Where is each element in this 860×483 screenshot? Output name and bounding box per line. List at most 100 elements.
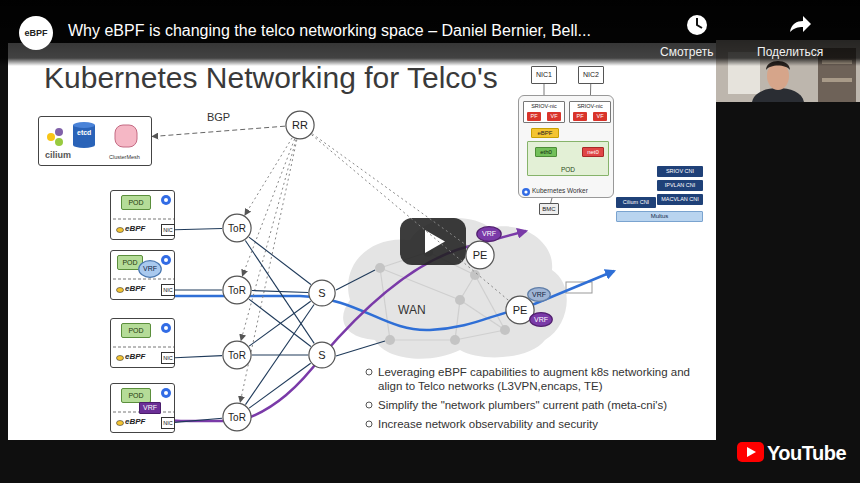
node-text: ToR (228, 285, 246, 296)
node-text: SRIOV-nic (531, 103, 557, 109)
node-text: NIC1 (536, 71, 552, 79)
ebpf-box: eBPF (531, 128, 559, 138)
bullet-text: Increase network observability and secur… (378, 417, 714, 431)
node-text: MACVLAN CNI (661, 196, 699, 202)
bullet-text: Leveraging eBPF capabilities to augment … (378, 365, 714, 393)
bullet-markers (366, 369, 372, 427)
server-box: eBPFPODVRFNIC (110, 383, 175, 433)
pf-box: PF (527, 112, 541, 121)
eth0-box: eth0 (535, 147, 557, 157)
link-line (242, 139, 294, 276)
node-text: Kubernetes Worker (532, 187, 588, 194)
pod-box: POD (121, 323, 151, 338)
pod-box: POD (121, 388, 151, 403)
node-text: eBPF (125, 225, 145, 234)
link-line (245, 138, 292, 215)
control-plane-box: etcd cilium ClusterMesh (38, 116, 152, 166)
cni-box: SRIOV CNI (657, 166, 703, 177)
node-text: VRF (143, 265, 157, 273)
bullet-text: Simplify the "network plumbers" current … (378, 398, 714, 412)
youtube-wordmark: YouTube (767, 441, 846, 465)
vf-box: VF (593, 112, 607, 121)
node-text: PF (576, 113, 583, 119)
node-text: eBPF (537, 130, 552, 137)
node-text: SRIOV CNI (666, 168, 694, 174)
cni-box: Cilium CNI (616, 197, 656, 208)
l3vpn-flow-purple (150, 231, 526, 421)
edge-label: BGP (205, 112, 232, 125)
tor-switch-circle: ToR (222, 402, 252, 432)
sriov-nic-box: SRIOV-nicPF VF (523, 101, 565, 123)
link-line (175, 356, 222, 358)
l3vpn-flow-blue (142, 271, 614, 330)
cni-box: MACVLAN CNI (657, 194, 703, 205)
server-box: eBPF POD NIC (110, 190, 175, 240)
tor-switch-circle: ToR (222, 275, 252, 305)
node-text: POD (128, 327, 143, 335)
node-text: S (318, 349, 325, 361)
node-text: eBPF (125, 353, 145, 362)
node-text: RR (292, 119, 308, 131)
pod-box: POD eth0 net0 (527, 141, 609, 176)
node-text: ToR (228, 223, 246, 234)
pf-box: PF (573, 112, 587, 121)
link-line (152, 126, 285, 136)
slide (8, 43, 716, 440)
node-text: VRF (482, 230, 496, 238)
node-text: Cilium CNI (623, 199, 649, 205)
node-text: etcd (77, 129, 91, 137)
nic-box: NIC (161, 224, 175, 236)
play-button (400, 218, 466, 265)
top-shade (0, 0, 860, 66)
link-line (249, 237, 311, 284)
route-reflector-circle: RR (285, 110, 315, 140)
video-title: Why eBPF is changing the telco networkin… (68, 21, 591, 40)
pe-router-circle: PE (465, 240, 495, 270)
node-text: BMC (542, 206, 555, 213)
vrf-badge: VRF (529, 312, 553, 327)
wan-cloud (336, 218, 592, 359)
link-line (241, 139, 296, 340)
server-box: eBPF POD VRF NIC (110, 250, 175, 300)
node-text: POD (122, 259, 137, 267)
node-text: POD (128, 199, 143, 207)
node-text: NIC2 (583, 71, 599, 79)
spine-switch-circle: S (308, 341, 336, 369)
link-line (245, 305, 314, 405)
node-text: NIC (163, 287, 172, 293)
net0-box: net0 (582, 147, 604, 157)
node-text: PE (473, 249, 488, 261)
node-text: eBPF (125, 285, 145, 294)
vrf-badge: VRF (138, 260, 162, 278)
watch-later-label: Смотреть (660, 45, 714, 59)
node-text: VF (550, 113, 557, 119)
channel-logo-text: eBPF (20, 28, 52, 39)
link-line (312, 134, 468, 246)
nic-port-box: NIC1 (531, 66, 557, 84)
node-text: SRIOV-nic (577, 103, 603, 109)
node-text: cilium (45, 151, 71, 161)
bmc-box: BMC (539, 203, 559, 215)
node-text: ToR (228, 412, 246, 423)
slide-title: Kubernetes Networking for Telco's (44, 60, 498, 96)
share-icon (790, 16, 811, 32)
share-label: Поделиться (757, 45, 823, 59)
spine-switch-circle: S (308, 279, 336, 307)
node-text: VRF (532, 291, 546, 299)
link-line (245, 240, 314, 343)
nic-port-box: NIC2 (578, 66, 604, 84)
link-line (175, 228, 222, 229)
link-line (249, 363, 311, 408)
node-text: ClusterMesh (109, 154, 140, 160)
node-text: PF (530, 113, 537, 119)
node-text: POD (561, 166, 575, 173)
pod-box: POD (121, 195, 151, 210)
cni-box: IPVLAN CNI (657, 180, 703, 191)
link-line (311, 135, 508, 301)
node-text: VRF (534, 316, 548, 324)
network-label: WAN (398, 303, 426, 317)
node-text: eth0 (540, 149, 552, 156)
multus-bar: Multus (616, 211, 703, 222)
node-text: NIC (163, 227, 172, 233)
